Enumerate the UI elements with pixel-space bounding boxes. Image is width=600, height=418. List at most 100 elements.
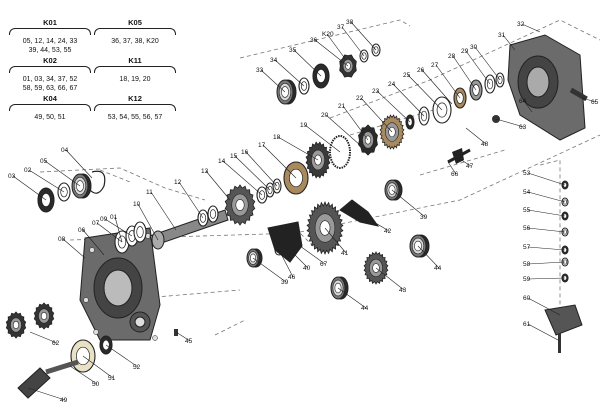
leader-line [421, 69, 453, 105]
leader-lines [12, 21, 597, 401]
callout-39: 39 [420, 214, 428, 221]
callout-63: 63 [519, 124, 527, 131]
leader-line [407, 74, 443, 111]
kit-brace [9, 104, 91, 111]
leader-line [114, 216, 123, 243]
leader-line [274, 59, 305, 87]
leader-line [62, 238, 86, 259]
leader-line [293, 49, 322, 77]
callout-56: 56 [523, 225, 531, 232]
leader-line [447, 161, 457, 175]
spacer [207, 205, 219, 223]
leader-line [457, 157, 472, 167]
kit-id: K05 [128, 18, 142, 27]
leader-line [527, 297, 561, 316]
callout-22: 22 [356, 95, 364, 102]
shift-fork [339, 199, 380, 227]
leader-line [527, 209, 566, 217]
bearing [409, 234, 430, 258]
callout-64: 64 [519, 98, 527, 105]
callout-11: 11 [146, 189, 153, 196]
callout-09: 09 [100, 216, 108, 223]
shim [133, 221, 147, 243]
callout-06: 06 [78, 227, 86, 234]
callout-32: 32 [517, 21, 525, 28]
leader-line [527, 277, 566, 280]
bolt-hole [93, 329, 99, 335]
callout-53: 53 [523, 170, 531, 177]
callout-25: 25 [403, 72, 411, 79]
actuator-motor [544, 304, 583, 353]
kit-id: K02 [43, 56, 57, 65]
callout-52: 52 [133, 364, 141, 371]
callout-29: 29 [461, 48, 469, 55]
bearing [384, 179, 403, 201]
leader-line [527, 191, 566, 203]
guide-line [299, 134, 600, 233]
leader-line [581, 97, 597, 103]
leader-line [465, 50, 491, 85]
callout-10: 10 [133, 201, 141, 208]
callout-21: 21 [338, 103, 346, 110]
leader-line [252, 257, 287, 283]
kit-parts-line: 18, 19, 20 [119, 76, 151, 83]
leader-line [289, 249, 309, 269]
leader-line [391, 189, 426, 218]
kit-brace [94, 28, 176, 35]
leader-line [245, 151, 278, 187]
leader-line [260, 69, 286, 93]
seal-lower [99, 335, 113, 355]
callout-18: 18 [273, 134, 281, 141]
callout-30: 30 [470, 44, 478, 51]
pin [174, 329, 178, 336]
callout-28: 28 [448, 53, 456, 60]
callout-33: 33 [256, 67, 264, 74]
callout-47: 47 [466, 163, 474, 170]
leader-line [175, 331, 191, 342]
callout-37: 37 [337, 24, 345, 31]
leader-line [361, 214, 390, 232]
callout-13: 13 [201, 168, 209, 175]
leader-line [350, 21, 377, 51]
kit-parts-line: 53, 54, 55, 56, 57 [107, 114, 163, 121]
callout-23: 23 [372, 88, 380, 95]
callout-57: 57 [523, 244, 531, 251]
callout-55: 55 [523, 207, 531, 214]
kit-brace [9, 28, 91, 35]
bearing-upper [276, 79, 297, 105]
guide-line [39, 167, 206, 201]
callout-04: 04 [61, 147, 69, 154]
callout-51: 51 [108, 375, 116, 382]
leader-line [527, 246, 566, 251]
shift-fork [267, 221, 303, 263]
leader-line [178, 181, 204, 219]
callout-61: 61 [523, 321, 531, 328]
leader-line [523, 100, 533, 113]
callout-03: 03 [8, 173, 16, 180]
callout-66: 66 [451, 171, 459, 178]
leader-line [521, 23, 541, 33]
leader-line [105, 344, 139, 368]
leader-line [502, 34, 516, 51]
callout-15: 15 [230, 153, 238, 160]
leader-line [337, 287, 367, 309]
leader-line [326, 33, 347, 61]
leader-line [342, 105, 369, 141]
leader-line [392, 83, 425, 117]
callout-38: 38 [346, 19, 354, 26]
callout-44: 44 [361, 305, 369, 312]
leader-line [474, 46, 501, 81]
leader-line [82, 229, 105, 256]
guide-line [419, 149, 506, 176]
callout-35: 35 [289, 47, 297, 54]
kit-parts-line: 49, 50, 51 [34, 114, 66, 121]
washer [495, 72, 505, 88]
callout-50: 50 [92, 381, 100, 388]
leader-line [527, 323, 559, 341]
drive-gear [224, 184, 256, 226]
